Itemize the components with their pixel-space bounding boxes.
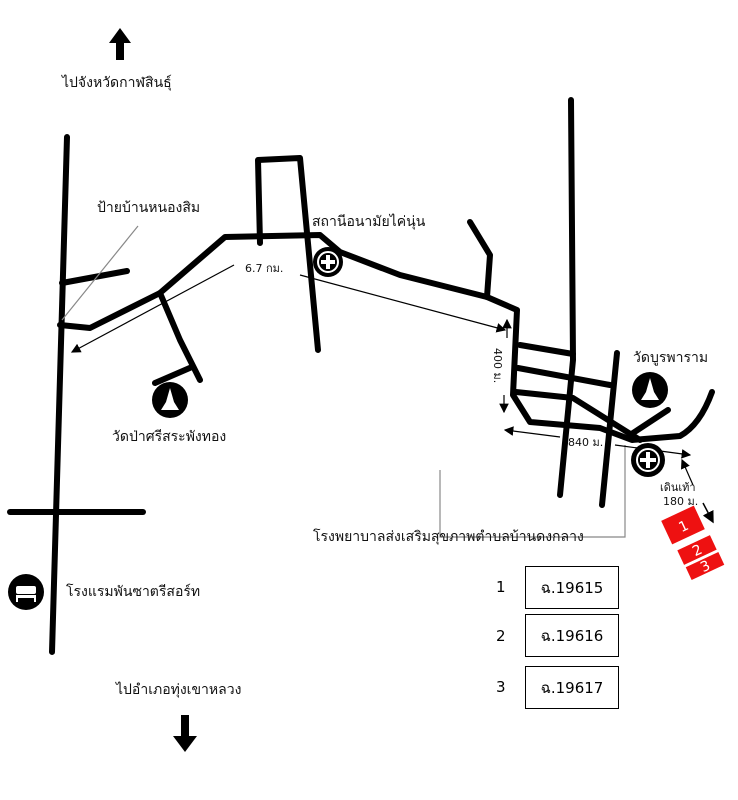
label-sign-nong-sim: ป้ายบ้านหนองสิม — [97, 200, 200, 216]
label-hotel: โรงแรมพันซาตรีสอร์ท — [66, 583, 200, 600]
plot-id-box: ฉ.19617 — [525, 666, 619, 709]
plot-id-box: ฉ.19616 — [525, 614, 619, 657]
hospital-icon — [631, 443, 665, 477]
hotel-bed-icon — [8, 574, 44, 610]
distance-arrow-840 — [503, 426, 561, 438]
label-health-station: สถานีอนามัยไค่นุ่น — [312, 213, 426, 230]
label-wat-pa: วัดป่าศรีสระพังทอง — [112, 429, 226, 445]
label-distance-400: 400 ม. — [491, 348, 504, 383]
sign-pointer-line — [61, 225, 139, 321]
label-wat-burapharam: วัดบูรพาราม — [633, 350, 708, 366]
hospital-icon — [313, 247, 343, 277]
label-distance-67: 6.7 กม. — [245, 262, 283, 275]
plot-id-box: ฉ.19615 — [525, 566, 619, 609]
plot-id: ฉ.19615 — [540, 578, 604, 597]
plot-markers: 1 2 3 — [661, 505, 725, 580]
temple-icon — [632, 372, 668, 408]
label-to-thung-khao-luang: ไปอำเภอทุ่งเขาหลวง — [115, 681, 241, 698]
plot-number: 3 — [496, 678, 506, 696]
hospital-pointer-line — [439, 470, 590, 538]
plot-number: 1 — [496, 578, 506, 596]
plot-id: ฉ.19616 — [540, 626, 604, 645]
plot-id: ฉ.19617 — [540, 678, 604, 697]
label-distance-840: 840 ม. — [568, 436, 603, 449]
arrow-up-icon — [109, 28, 131, 60]
roads — [7, 97, 715, 655]
label-hospital: โรงพยาบาลส่งเสริมสุขภาพตำบลบ้านดงกลาง — [313, 528, 584, 545]
temple-icon — [152, 382, 188, 418]
plot-number: 2 — [496, 627, 506, 645]
label-walk: เดินเท้า — [660, 481, 696, 494]
label-to-kalasin: ไปจังหวัดกาฬสินธุ์ — [61, 74, 172, 91]
distance-arrow-67 — [70, 264, 235, 353]
arrow-down-icon — [173, 715, 197, 752]
label-walk-distance: 180 ม. — [663, 495, 698, 508]
walk-arrow — [680, 458, 694, 486]
